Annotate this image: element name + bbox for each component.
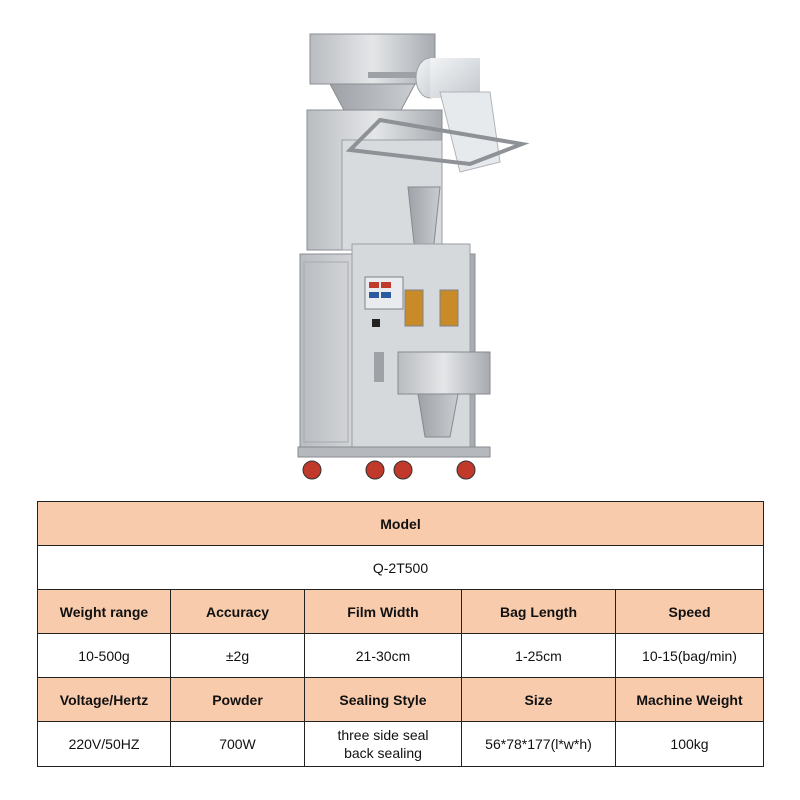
packaging-machine-image (297, 33, 530, 480)
sealing-jaws (404, 289, 459, 327)
header-film-width: Film Width (304, 589, 462, 634)
value-size: 56*78*177(l*w*h) (461, 721, 616, 767)
model-value-cell: Q-2T500 (37, 545, 764, 590)
value-speed: 10-15(bag/min) (615, 633, 764, 678)
values-row-2: 220V/50HZ 700W three side seal back seal… (37, 721, 764, 767)
header-row-1: Weight range Accuracy Film Width Bag Len… (37, 589, 764, 634)
header-row-2: Voltage/Hertz Powder Sealing Style Size … (37, 677, 764, 722)
discharge-box (397, 351, 491, 438)
value-accuracy: ±2g (170, 633, 305, 678)
header-powder: Powder (170, 677, 305, 722)
spec-table: Model Q-2T500 Weight range Accuracy Film… (37, 501, 764, 767)
value-bag-length: 1-25cm (461, 633, 616, 678)
value-weight-range: 10-500g (37, 633, 171, 678)
model-value-row: Q-2T500 (37, 545, 764, 590)
base-frame (297, 446, 491, 458)
header-size: Size (461, 677, 616, 722)
value-powder: 700W (170, 721, 305, 767)
wheels (302, 460, 476, 480)
header-weight-range: Weight range (37, 589, 171, 634)
control-panel (364, 276, 404, 382)
header-accuracy: Accuracy (170, 589, 305, 634)
header-machine-weight: Machine Weight (615, 677, 764, 722)
model-title-cell: Model (37, 501, 764, 546)
header-bag-length: Bag Length (461, 589, 616, 634)
header-speed: Speed (615, 589, 764, 634)
film-roll (345, 57, 530, 173)
header-voltage-hertz: Voltage/Hertz (37, 677, 171, 722)
table-title-row: Model (37, 501, 764, 546)
header-sealing-style: Sealing Style (304, 677, 462, 722)
value-machine-weight: 100kg (615, 721, 764, 767)
value-voltage-hertz: 220V/50HZ (37, 721, 171, 767)
sealing-style-line-1: three side seal (337, 727, 429, 743)
value-film-width: 21-30cm (304, 633, 462, 678)
value-sealing-style: three side seal back sealing (304, 721, 462, 767)
sealing-style-line-2: back sealing (344, 745, 422, 761)
values-row-1: 10-500g ±2g 21-30cm 1-25cm 10-15(bag/min… (37, 633, 764, 678)
